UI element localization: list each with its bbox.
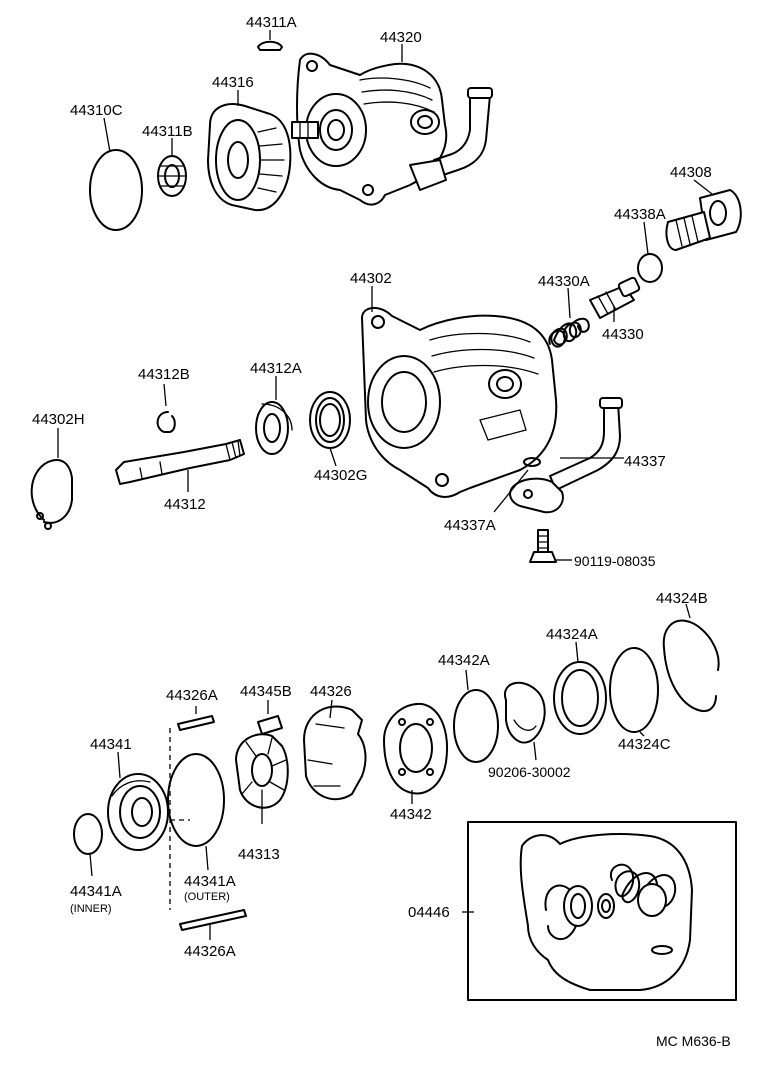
- leader-44338A: [643, 221, 649, 255]
- label-44302H: 44302H: [32, 411, 85, 428]
- label-44326: 44326: [310, 683, 352, 700]
- leader-44302G: [329, 447, 337, 467]
- leader-44310C: [103, 117, 111, 153]
- part-44302H-snap-ring[interactable]: [30, 459, 73, 530]
- label-90119-08035: 90119-08035: [574, 553, 656, 569]
- leader-44326: [329, 699, 333, 719]
- label-44341: 44341: [90, 736, 132, 753]
- part-44326A-pin-top[interactable]: [177, 715, 215, 731]
- leader-44341A-inner: [89, 853, 93, 877]
- label-44311B: 44311B: [142, 123, 193, 140]
- label-44310C: 44310C: [70, 102, 123, 119]
- part-44320-pump-body[interactable]: [291, 52, 493, 206]
- part-44342A-oring[interactable]: [453, 689, 499, 763]
- leader-44312B: [163, 383, 167, 407]
- leader-44324B: [685, 603, 691, 619]
- part-44312B-snap-ring[interactable]: [156, 411, 176, 433]
- label-44324A: 44324A: [546, 626, 598, 643]
- label-04446: 04446: [408, 904, 450, 921]
- part-44302G-seal[interactable]: [309, 391, 351, 449]
- label-90206-30002: 90206-30002: [488, 764, 571, 780]
- label-44312: 44312: [164, 496, 206, 513]
- kit-04446-box[interactable]: [467, 821, 737, 1001]
- label-44311A: 44311A: [246, 14, 297, 31]
- part-44324C-oring[interactable]: [609, 647, 659, 733]
- part-44341A-inner-oring[interactable]: [73, 813, 103, 855]
- part-44337-pipe[interactable]: [509, 397, 623, 514]
- label-44320: 44320: [380, 29, 422, 46]
- leader-44341A-outer: [205, 845, 209, 871]
- label-44326A-top: 44326A: [166, 687, 218, 704]
- label-44345B: 44345B: [240, 683, 292, 700]
- label-44342A: 44342A: [438, 652, 490, 669]
- part-44341A-outer-oring[interactable]: [167, 753, 225, 847]
- part-44302-housing[interactable]: [361, 307, 558, 498]
- part-44326-cam-ring[interactable]: [303, 705, 367, 801]
- part-44324B-snap-ring[interactable]: [662, 619, 720, 712]
- diagram-code: MC M636-B: [656, 1033, 731, 1049]
- part-44316-rotor[interactable]: [207, 103, 292, 212]
- part-44342-plate[interactable]: [383, 702, 448, 795]
- label-44338A: 44338A: [614, 206, 666, 223]
- label-44341A-inner: 44341A: [70, 883, 122, 900]
- part-44310C-oring[interactable]: [89, 149, 143, 231]
- part-44313-rotor[interactable]: [235, 733, 289, 809]
- label-44326A-bottom: 44326A: [184, 943, 236, 960]
- label-outer-note: (OUTER): [184, 891, 230, 903]
- part-44345B-vane[interactable]: [257, 715, 283, 735]
- part-44311B-bearing[interactable]: [157, 155, 187, 197]
- part-44326A-pin-bottom[interactable]: [179, 909, 247, 931]
- label-44342: 44342: [390, 806, 432, 823]
- part-44308-union[interactable]: [665, 189, 742, 251]
- label-44324B: 44324B: [656, 590, 708, 607]
- leader-90206: [533, 741, 537, 761]
- part-44338A-oring[interactable]: [637, 253, 663, 283]
- leader-44337A: [493, 469, 529, 513]
- part-44312-shaft[interactable]: [115, 439, 245, 485]
- label-44330A: 44330A: [538, 273, 590, 290]
- label-44330: 44330: [602, 326, 644, 343]
- leader-44308: [693, 179, 713, 195]
- leader-44341: [117, 751, 121, 779]
- label-44313: 44313: [238, 846, 280, 863]
- label-44337A: 44337A: [444, 517, 496, 534]
- label-44341A-outer: 44341A: [184, 873, 236, 890]
- leader-44342A: [465, 669, 469, 691]
- label-44337: 44337: [624, 453, 666, 470]
- leader-44324A: [575, 641, 579, 663]
- label-44302: 44302: [350, 270, 392, 287]
- label-44324C: 44324C: [618, 736, 671, 753]
- leader-44330A: [567, 287, 571, 319]
- part-44324A-ring[interactable]: [553, 661, 607, 735]
- part-44311A-key[interactable]: [257, 40, 283, 51]
- label-44312B: 44312B: [138, 366, 190, 383]
- part-44330-valve[interactable]: [589, 276, 641, 319]
- label-44308: 44308: [670, 164, 712, 181]
- part-90206-spring-washer[interactable]: [503, 681, 546, 744]
- part-90119-bolt[interactable]: [529, 529, 557, 563]
- part-44312A-bearing[interactable]: [255, 401, 293, 455]
- label-inner-note: (INNER): [70, 903, 112, 915]
- part-44341-cover[interactable]: [107, 773, 169, 851]
- part-44330A-spring[interactable]: [548, 317, 590, 348]
- label-44316: 44316: [212, 74, 254, 91]
- label-44312A: 44312A: [250, 360, 302, 377]
- label-44302G: 44302G: [314, 467, 367, 484]
- leader-44324C: [639, 731, 645, 737]
